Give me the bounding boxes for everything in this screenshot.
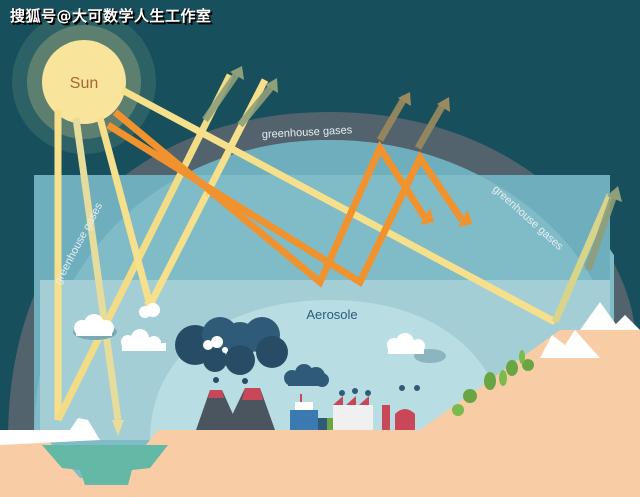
solar-radiation-rays — [54, 73, 614, 422]
trees — [452, 350, 534, 416]
ice-shelf — [0, 418, 100, 445]
aerosol-label: Aerosole — [306, 307, 357, 322]
sun-label: Sun — [70, 75, 98, 92]
factory-building — [290, 394, 328, 430]
arrowheads-escape — [230, 66, 622, 202]
greenhouse-gases-label-top: greenhouse gases — [262, 124, 354, 141]
ground-terrain — [0, 330, 640, 497]
white-cloud-left — [73, 314, 117, 340]
farm-barn — [382, 385, 420, 430]
volcanoes — [196, 388, 275, 430]
factory-smoke-cloud — [284, 364, 329, 387]
white-cloud-right — [387, 333, 446, 363]
snowy-mountains — [540, 302, 640, 358]
escaping-radiation-arrows — [202, 70, 619, 272]
volcanic-ash-cloud — [175, 317, 288, 384]
industrial-plant — [327, 388, 373, 430]
arrowheads-infrared — [420, 208, 472, 227]
ocean-water — [42, 445, 168, 485]
white-cloud-middle — [121, 329, 166, 351]
white-cloud-small — [139, 303, 160, 318]
watermark-text: 搜狐号@大可数学人生工作室 — [10, 7, 212, 25]
infrared-radiation-rays — [106, 109, 465, 288]
